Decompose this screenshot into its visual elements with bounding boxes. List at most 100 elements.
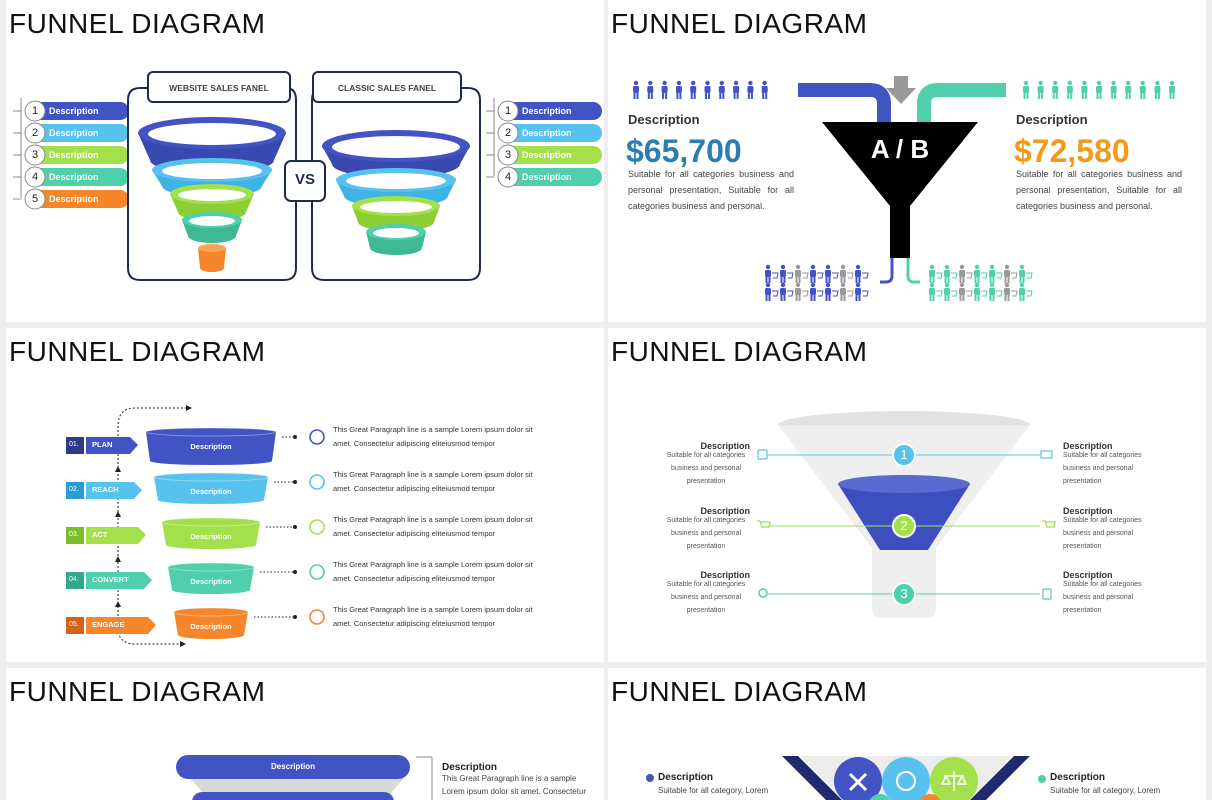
cart-person-icon [947, 277, 950, 283]
step-up-arrow [115, 556, 121, 562]
scale-icon [940, 771, 968, 791]
person-icon [1169, 86, 1175, 93]
cart-person-icon [810, 264, 816, 270]
loop-arrow-top [117, 407, 186, 628]
stage-number-2: 2 [900, 518, 908, 533]
cart-person-icon [1007, 277, 1010, 283]
cart-icon-right [1042, 520, 1056, 528]
left-description-heading: Description [700, 570, 750, 580]
person-icon [1154, 86, 1161, 93]
cart-person-icon [977, 295, 980, 301]
item-number-badge [24, 144, 46, 166]
item-number-badge [497, 144, 519, 166]
cart-person-icon [962, 277, 965, 283]
cart-person-icon [810, 295, 813, 301]
cart-person-icon [765, 264, 771, 270]
right-description-heading: Description [1063, 441, 1113, 451]
cart-icon [966, 272, 973, 279]
person-icon [750, 93, 753, 99]
cart-person-icon [780, 277, 783, 283]
slide-title: FUNNEL DIAGRAM [9, 8, 266, 39]
cart-person-icon [798, 277, 801, 283]
cart-person-icon [795, 277, 798, 283]
slide-title: FUNNEL DIAGRAM [9, 336, 266, 367]
cart-person-icon [1019, 264, 1025, 270]
cart-person-icon [825, 288, 831, 295]
classic-ring-lime-hole [360, 201, 432, 213]
item-number: 3 [504, 149, 512, 161]
palette-icon [896, 771, 916, 791]
cart-icon [847, 290, 854, 297]
item-pill [502, 168, 602, 186]
person-icon [1096, 86, 1102, 93]
step-paragraph: This Great Paragraph line is a sample Lo… [333, 425, 533, 448]
ab-label: A / B [870, 134, 930, 164]
funnel-cylinder-top [173, 607, 249, 617]
connector-dot [293, 525, 297, 529]
pipe-blue [798, 83, 891, 122]
person-icon [1110, 86, 1117, 93]
stage-number-3: 3 [900, 586, 908, 601]
slide-icon-funnel: FUNNEL DIAGRAM Description Suitable for … [608, 668, 1206, 800]
step-cylinder-label: Description [190, 442, 232, 451]
cart-icon [981, 272, 988, 279]
person-icon [736, 93, 739, 99]
slide-stacked-bars: FUNNEL DIAGRAM Description Description T… [6, 668, 604, 800]
step-cylinder-label: Description [190, 532, 232, 541]
right-body: Suitable for all category, Lorem [1050, 786, 1161, 795]
item-number-badge [497, 166, 519, 188]
cart-person-icon [825, 264, 831, 270]
person-icon [1169, 93, 1172, 99]
step-label: ENGAGE [92, 620, 125, 629]
cart-person-icon [855, 282, 861, 288]
three-stage-funnel-graphic [757, 411, 1056, 618]
funnel-cylinder-top [145, 427, 277, 437]
cart-person-icon [795, 282, 801, 288]
funnel-cylinder [168, 567, 254, 594]
bar-description [176, 755, 410, 779]
cart-icon [847, 272, 854, 279]
person-icon [733, 80, 739, 86]
step-number-tag [66, 482, 84, 499]
cart-person-icon [944, 282, 950, 288]
cart-person-icon [1004, 295, 1007, 301]
person-icon [1023, 86, 1029, 93]
cart-person-icon [1004, 288, 1010, 295]
cart-person-icon [855, 264, 861, 270]
cart-person-icon [1022, 277, 1025, 283]
person-icon [1038, 80, 1043, 86]
person-icon [1052, 93, 1055, 99]
calendar-icon [757, 449, 768, 460]
step-label: ACT [92, 530, 108, 539]
person-icon [1143, 93, 1146, 99]
person-icon [1084, 93, 1087, 99]
stacked-bar-graphic [176, 755, 433, 800]
cart-person-icon [944, 295, 947, 301]
cart-person-icon [810, 270, 816, 277]
cart-person-icon [1019, 282, 1025, 288]
vs-label: VS [294, 171, 315, 188]
cart-person-icon [855, 277, 858, 283]
callout-heading: Description [442, 762, 498, 773]
book-icon [309, 564, 325, 580]
item-number: 4 [31, 171, 39, 183]
person-icon [748, 80, 753, 86]
step-number: 03. [69, 531, 79, 538]
cart-person-icon [840, 264, 846, 270]
connector-dot [293, 480, 297, 484]
outlet-blue [880, 258, 894, 284]
right-description-heading: Description [1063, 570, 1113, 580]
person-icon [718, 86, 725, 93]
item-pill [502, 102, 602, 120]
person-icon [1055, 93, 1058, 99]
cart-person-icon [858, 295, 861, 301]
step-up-arrow [115, 511, 121, 517]
down-arrow-icon [886, 76, 916, 104]
step-number: 02. [69, 486, 79, 493]
person-icon [1026, 93, 1029, 99]
step-label-arrow [86, 617, 156, 634]
cart-person-icon [840, 277, 843, 283]
connector-dot [293, 570, 297, 574]
item-pill [29, 190, 129, 208]
